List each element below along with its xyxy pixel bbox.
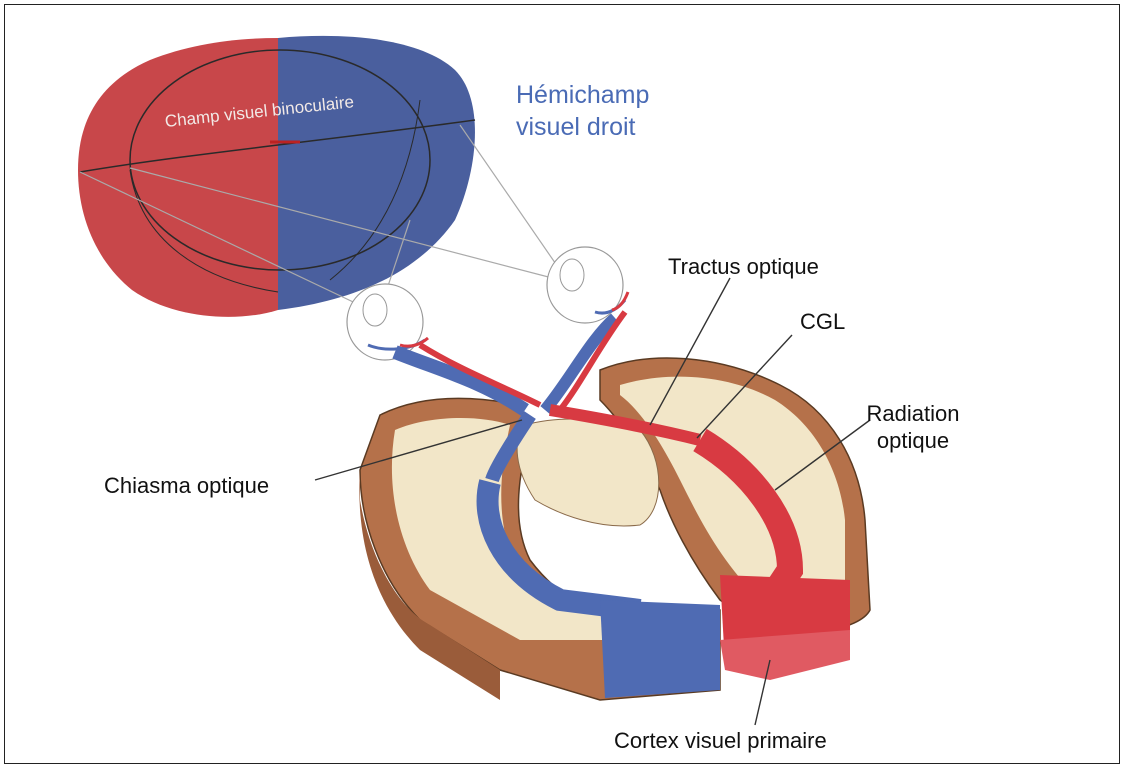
label-lgn: CGL xyxy=(800,309,845,335)
visual-field xyxy=(78,36,560,317)
label-right-hemifield-line1: Hémichamp xyxy=(516,80,649,110)
label-primary-visual-cortex: Cortex visuel primaire xyxy=(614,728,827,754)
label-optic-radiation-line2: optique xyxy=(858,428,968,454)
label-optic-tract: Tractus optique xyxy=(668,254,819,280)
projection-line xyxy=(460,125,560,270)
brain-core xyxy=(517,419,659,526)
label-optic-radiation-line1: Radiation xyxy=(858,401,968,427)
label-optic-chiasm: Chiasma optique xyxy=(104,473,269,499)
label-right-hemifield-line2: visuel droit xyxy=(516,112,636,142)
eye-left xyxy=(347,284,428,360)
eye-right xyxy=(547,247,628,323)
visual-cortex-blue xyxy=(600,600,720,698)
